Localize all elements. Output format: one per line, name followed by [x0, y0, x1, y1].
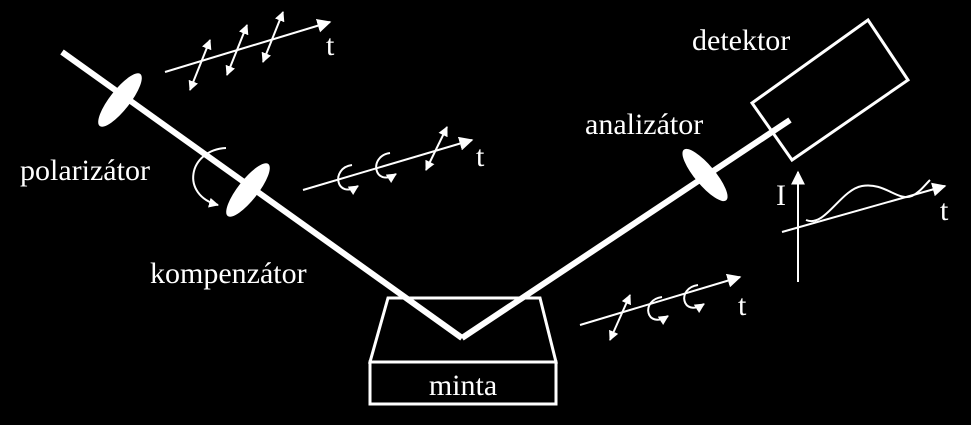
- analyzer-element: [682, 148, 728, 202]
- sample-top-face: [368, 296, 558, 364]
- compensator-rotation-arrow: [192, 147, 227, 208]
- reflected-beam: [460, 117, 792, 341]
- sample-label: minta: [429, 369, 497, 402]
- analyzer-label: analizátor: [585, 108, 703, 141]
- elliptical-polarization-diagram: [302, 126, 474, 196]
- detector-box: [749, 17, 911, 163]
- intensity-axis-label: I: [776, 179, 786, 212]
- time-axis-label-1: t: [326, 29, 335, 62]
- reflected-polarization-diagram: [579, 273, 742, 341]
- polarizer-label: polarizátor: [20, 154, 150, 187]
- detector-label: detektor: [692, 24, 790, 57]
- time-axis-label-3: t: [738, 289, 747, 322]
- time-axis-label-4: t: [940, 194, 949, 227]
- linear-polarization-diagram-1: [164, 11, 332, 91]
- intensity-curve: [805, 179, 931, 223]
- sample-base: [368, 360, 558, 406]
- compensator-element: [226, 163, 270, 217]
- compensator-label: kompenzátor: [150, 257, 307, 290]
- time-axis-label-2: t: [476, 140, 485, 173]
- intensity-plot: [781, 170, 947, 282]
- plot-time-axis: [781, 182, 947, 233]
- polarizer-element: [98, 73, 142, 127]
